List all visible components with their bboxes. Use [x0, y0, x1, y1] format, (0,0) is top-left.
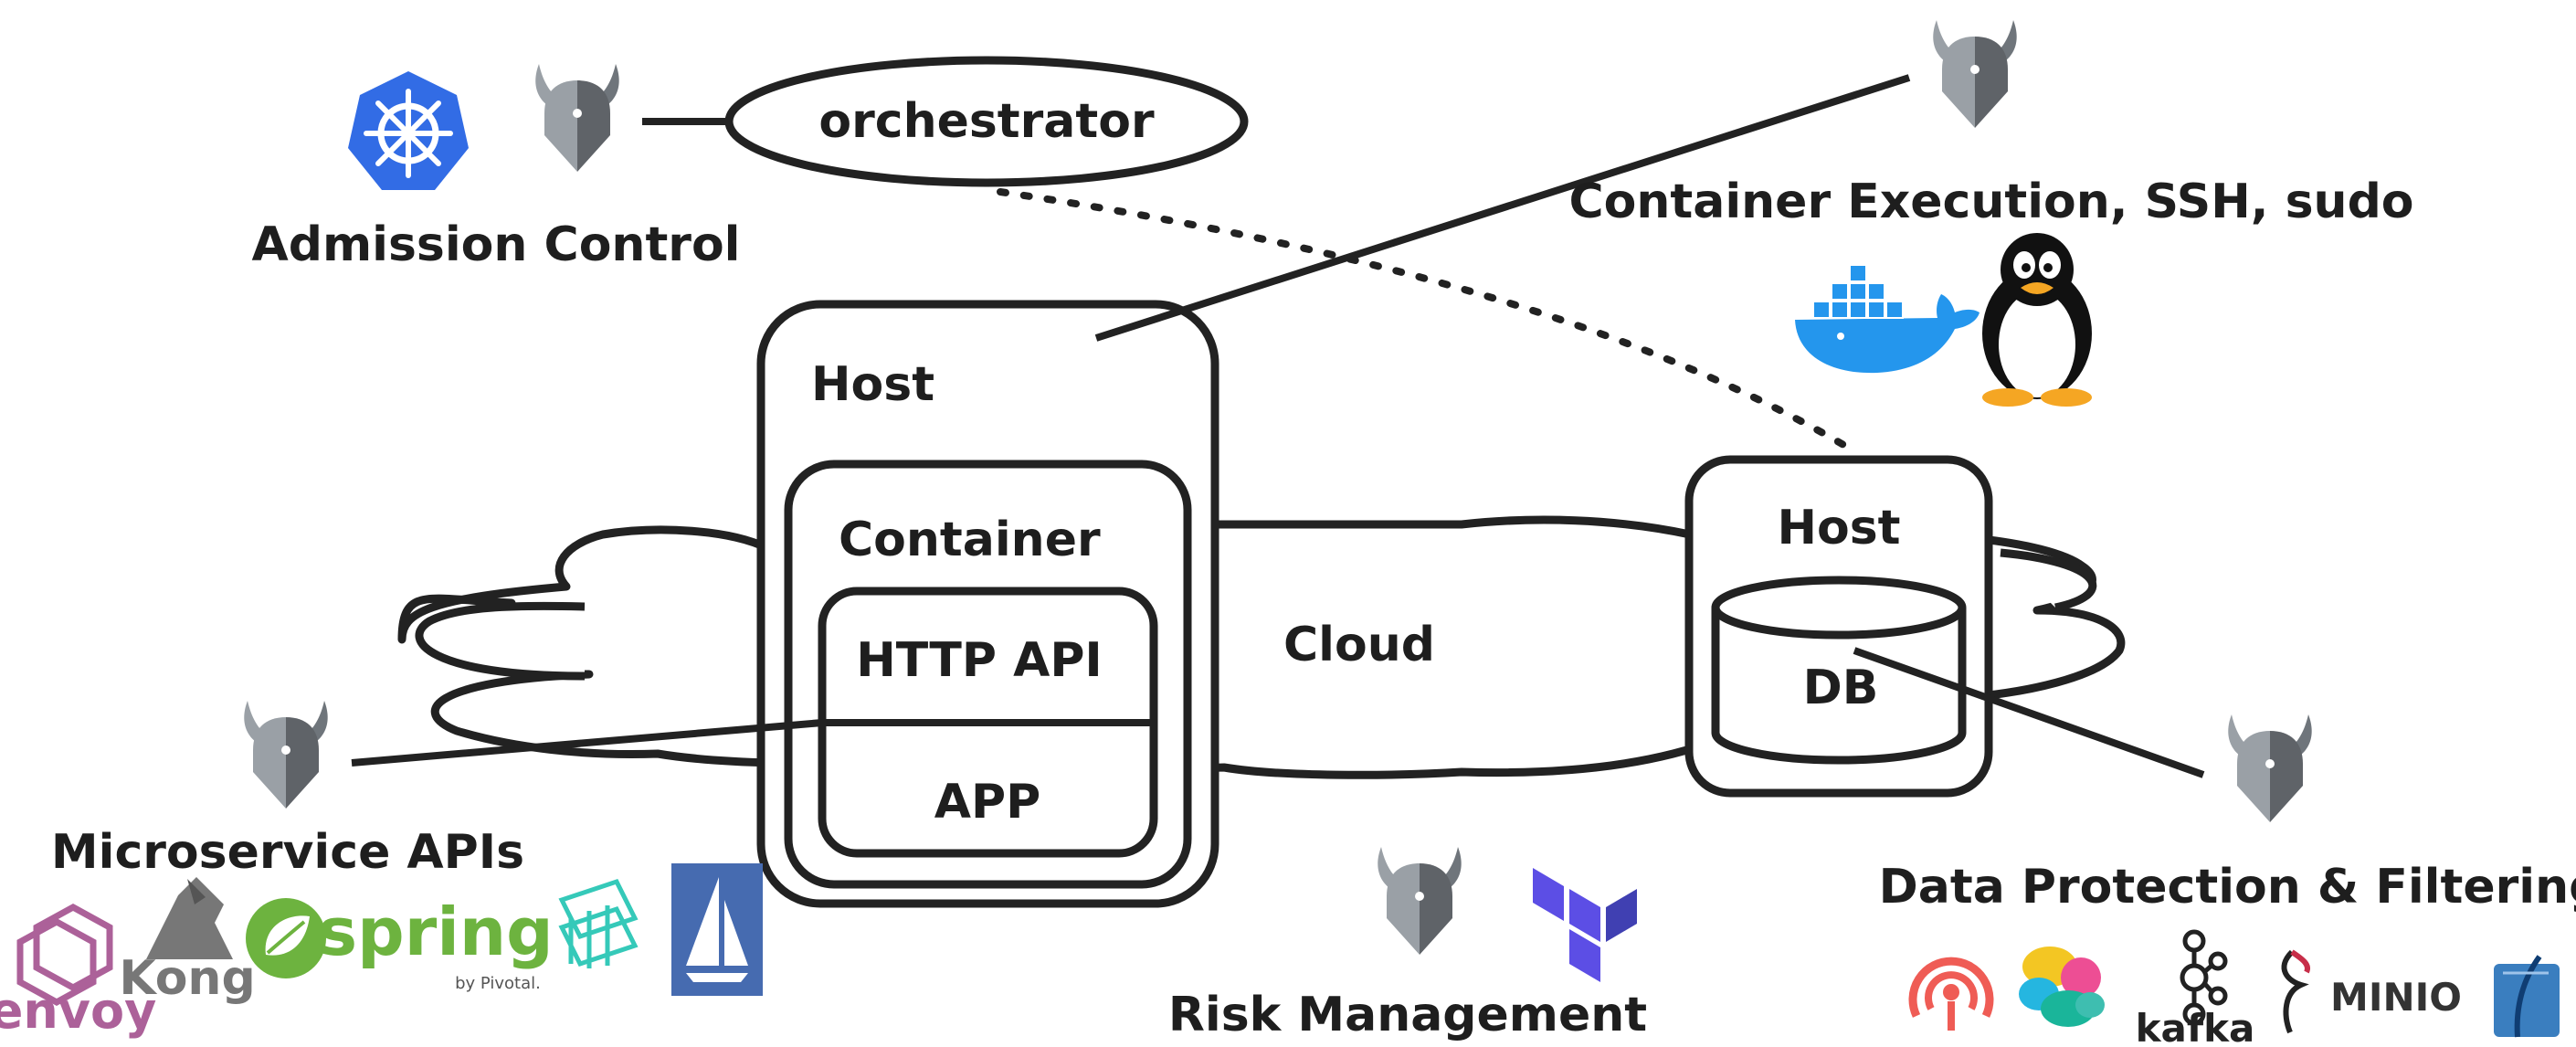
- sqlite-icon: [2494, 955, 2560, 1038]
- risk-management-label: Risk Management: [1168, 988, 1647, 1042]
- opa-icon: [1933, 20, 2017, 128]
- kafka-icon: [2180, 929, 2228, 1026]
- microservice-apis-label: Microservice APIs: [51, 825, 524, 880]
- container-execution-label: Container Execution, SSH, sudo: [1568, 174, 2413, 229]
- linux-tux-icon: [1982, 233, 2092, 407]
- terraform-icon: [1533, 868, 1637, 982]
- db-host-label: Host: [1777, 501, 1900, 555]
- minio-logo-text: MINIO: [2330, 975, 2462, 1020]
- spring-icon: [246, 898, 326, 978]
- kong-icon: [146, 877, 233, 959]
- db-cylinder: [1711, 576, 1967, 765]
- kafka-logo-text: kafka: [2136, 1006, 2255, 1047]
- orchestrator-to-db-dotted-link: [997, 188, 1849, 449]
- cloud-label: Cloud: [1283, 618, 1435, 672]
- docker-icon: [1795, 264, 1980, 374]
- ceph-icon: [1908, 957, 1994, 1031]
- http-api-label: HTTP API: [856, 633, 1103, 688]
- kubernetes-icon: [348, 71, 469, 190]
- opa-icon: [535, 64, 619, 172]
- orchestrator-label: orchestrator: [818, 94, 1155, 149]
- opa-icon: [1378, 847, 1462, 955]
- spring-logo-text: spring: [318, 894, 553, 970]
- cloud-lobe-left: [415, 601, 586, 681]
- opa-icon: [2228, 714, 2312, 822]
- db-to-data-protection-opa-line: [1853, 647, 2205, 778]
- main-host-label: Host: [811, 357, 934, 412]
- data-protection-label: Data Protection & Filtering: [1879, 860, 2576, 915]
- linkerd-icon: [558, 878, 639, 968]
- microservice-opa-to-api-line: [351, 719, 823, 767]
- app-label: APP: [934, 775, 1040, 830]
- envoy-logo-text: envoy: [0, 982, 156, 1040]
- admission-control-label: Admission Control: [251, 217, 740, 272]
- cloud-lobe-right: [2000, 548, 2097, 612]
- elastic-icon: [2019, 947, 2105, 1027]
- minio-icon: [2281, 949, 2310, 1034]
- container-label: Container: [839, 513, 1101, 567]
- container-exec-opa-to-host-line: [1094, 74, 1911, 342]
- envoy-icon: [16, 904, 113, 1006]
- istio-icon: [671, 863, 763, 996]
- pivotal-text: by Pivotal.: [455, 974, 541, 993]
- db-label: DB: [1803, 661, 1879, 715]
- kong-logo-text: Kong: [119, 951, 255, 1006]
- opa-icon: [244, 701, 328, 809]
